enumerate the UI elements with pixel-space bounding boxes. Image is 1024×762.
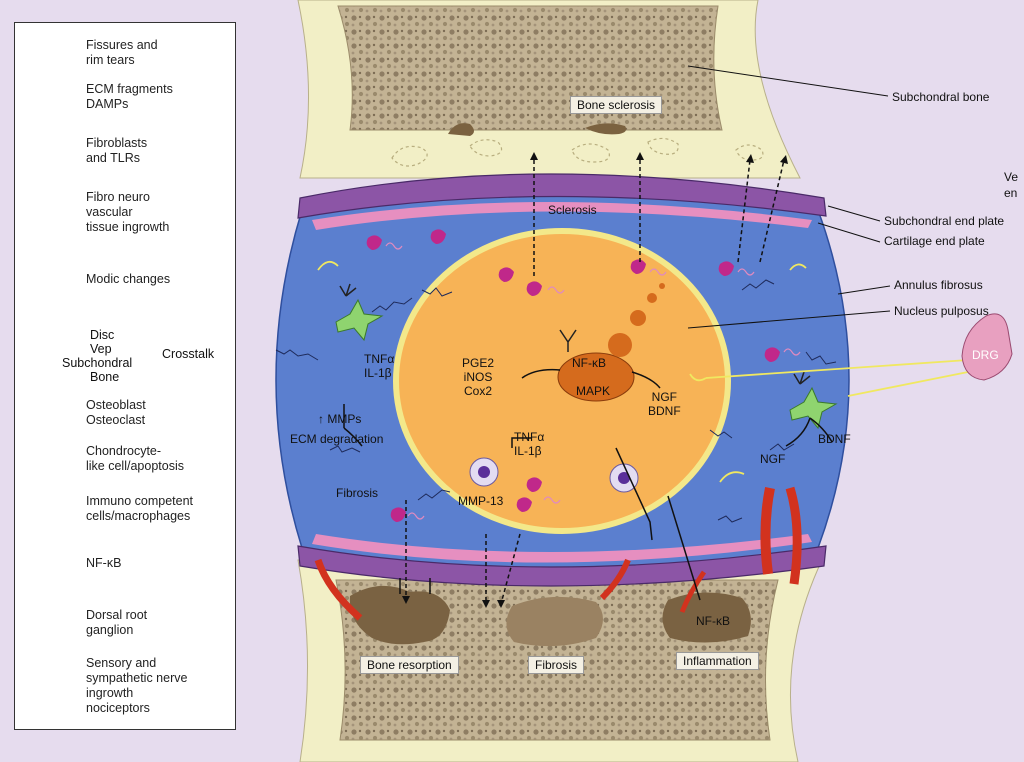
crosstalk-arrows — [405, 159, 785, 601]
legend-crosstalk-disc: Disc — [90, 328, 115, 342]
label-fibrosis-left: Fibrosis — [336, 486, 379, 500]
label-ngf-right: NGF — [760, 452, 786, 466]
fibrosis-lesion — [506, 596, 603, 647]
label-drg: DRG — [972, 348, 999, 362]
upper-trabecular-bone — [337, 5, 723, 131]
label-cartilage-end-plate: Cartilage end plate — [884, 234, 985, 248]
label-bdnf-right: BDNF — [818, 432, 851, 446]
drg-ganglion — [961, 313, 1013, 381]
label-mmp13: MMP-13 — [458, 494, 504, 508]
legend-osteo: Osteoblast Osteoclast — [86, 398, 146, 427]
label-tnf-il-center: TNFα IL-1β — [514, 430, 545, 458]
label-bone-resorption: Bone resorption — [360, 656, 459, 674]
pathway-arrows — [343, 368, 833, 601]
label-sclerosis: Sclerosis — [548, 203, 597, 217]
label-fibrosis-bottom: Fibrosis — [528, 656, 585, 674]
annulus-fissures — [275, 279, 837, 523]
legend-fibroblasts: Fibroblasts and TLRs — [86, 136, 148, 165]
fibroblast-cell-left — [335, 283, 384, 342]
chondrocyte-cells — [557, 283, 665, 402]
legend-ecm: ECM fragments DAMPs — [86, 82, 173, 111]
immune-cells — [469, 457, 639, 493]
legend-crosstalk-vep: Vep — [90, 342, 112, 356]
label-inflammation: Inflammation — [676, 652, 759, 670]
label-ngf-bdnf-center: NGF BDNF — [648, 390, 681, 418]
label-subchondral-bone: Subchondral bone — [892, 90, 990, 104]
fibroblast-cell-right — [789, 371, 838, 430]
upper-subchondral-end-plate — [297, 173, 827, 219]
label-nfkb-center: NF-κB — [572, 356, 606, 370]
legend-nerve: Sensory and sympathetic nerve ingrowth n… — [86, 656, 188, 715]
label-mmps: ↑ MMPs — [318, 412, 362, 426]
legend-crosstalk: Crosstalk — [162, 347, 215, 361]
label-bone-sclerosis: Bone sclerosis — [570, 96, 663, 114]
legend-panel — [14, 22, 236, 730]
label-pge2-inos-cox2: PGE2 iNOS Cox2 — [462, 356, 495, 398]
label-ecm-degradation: ECM degradation — [290, 432, 384, 446]
crosstalk-arrowheads — [402, 152, 788, 608]
label-annulus-fibrosus: Annulus fibrosus — [894, 278, 983, 292]
modic-dashed-outlines — [391, 137, 764, 167]
legend-fissures: Fissures and rim tears — [86, 38, 158, 67]
legend-modic: Modic changes — [86, 272, 171, 286]
label-tnf-il-left: TNFα IL-1β — [364, 352, 395, 380]
label-cut-off-2: en — [1004, 186, 1018, 200]
blood-vessels — [314, 486, 802, 621]
modic-lesion-top-2 — [585, 123, 627, 135]
legend-nfkb-icon-label: NF-κB — [46, 564, 78, 576]
legend-crosstalk-subchondral: Subchondral — [62, 356, 133, 370]
label-mapk: MAPK — [576, 384, 611, 398]
legend-crosstalk-bone: Bone — [90, 370, 120, 384]
leader-lines — [687, 65, 891, 329]
legend-chondro: Chondrocyte- like cell/apoptosis — [86, 444, 184, 473]
upper-cartilage-end-plate — [312, 202, 812, 230]
legend-fibro-neuro: Fibro neuro vascular tissue ingrowth — [86, 190, 170, 234]
label-subchondral-end-plate: Subchondral end plate — [884, 214, 1005, 228]
legend-nfkb: NF-κB — [86, 556, 122, 570]
lower-subchondral-end-plate — [297, 545, 827, 587]
legend-drg-icon-label: DRG — [46, 619, 71, 631]
legend-immuno: Immuno competent cells/macrophages — [86, 494, 193, 523]
label-nucleus-pulposus: Nucleus pulposus — [894, 304, 989, 318]
modic-lesion-top-1 — [448, 123, 474, 136]
damps-squiggles — [385, 242, 801, 520]
legend-drg: Dorsal root ganglion — [86, 608, 148, 637]
label-cut-off-1: Ve — [1004, 170, 1019, 184]
label-nfkb-bottom: NF-κB — [696, 614, 730, 628]
ecm-fragments — [366, 229, 780, 522]
nerve-fibres — [317, 260, 969, 483]
bone-resorption-lesion — [349, 585, 450, 645]
